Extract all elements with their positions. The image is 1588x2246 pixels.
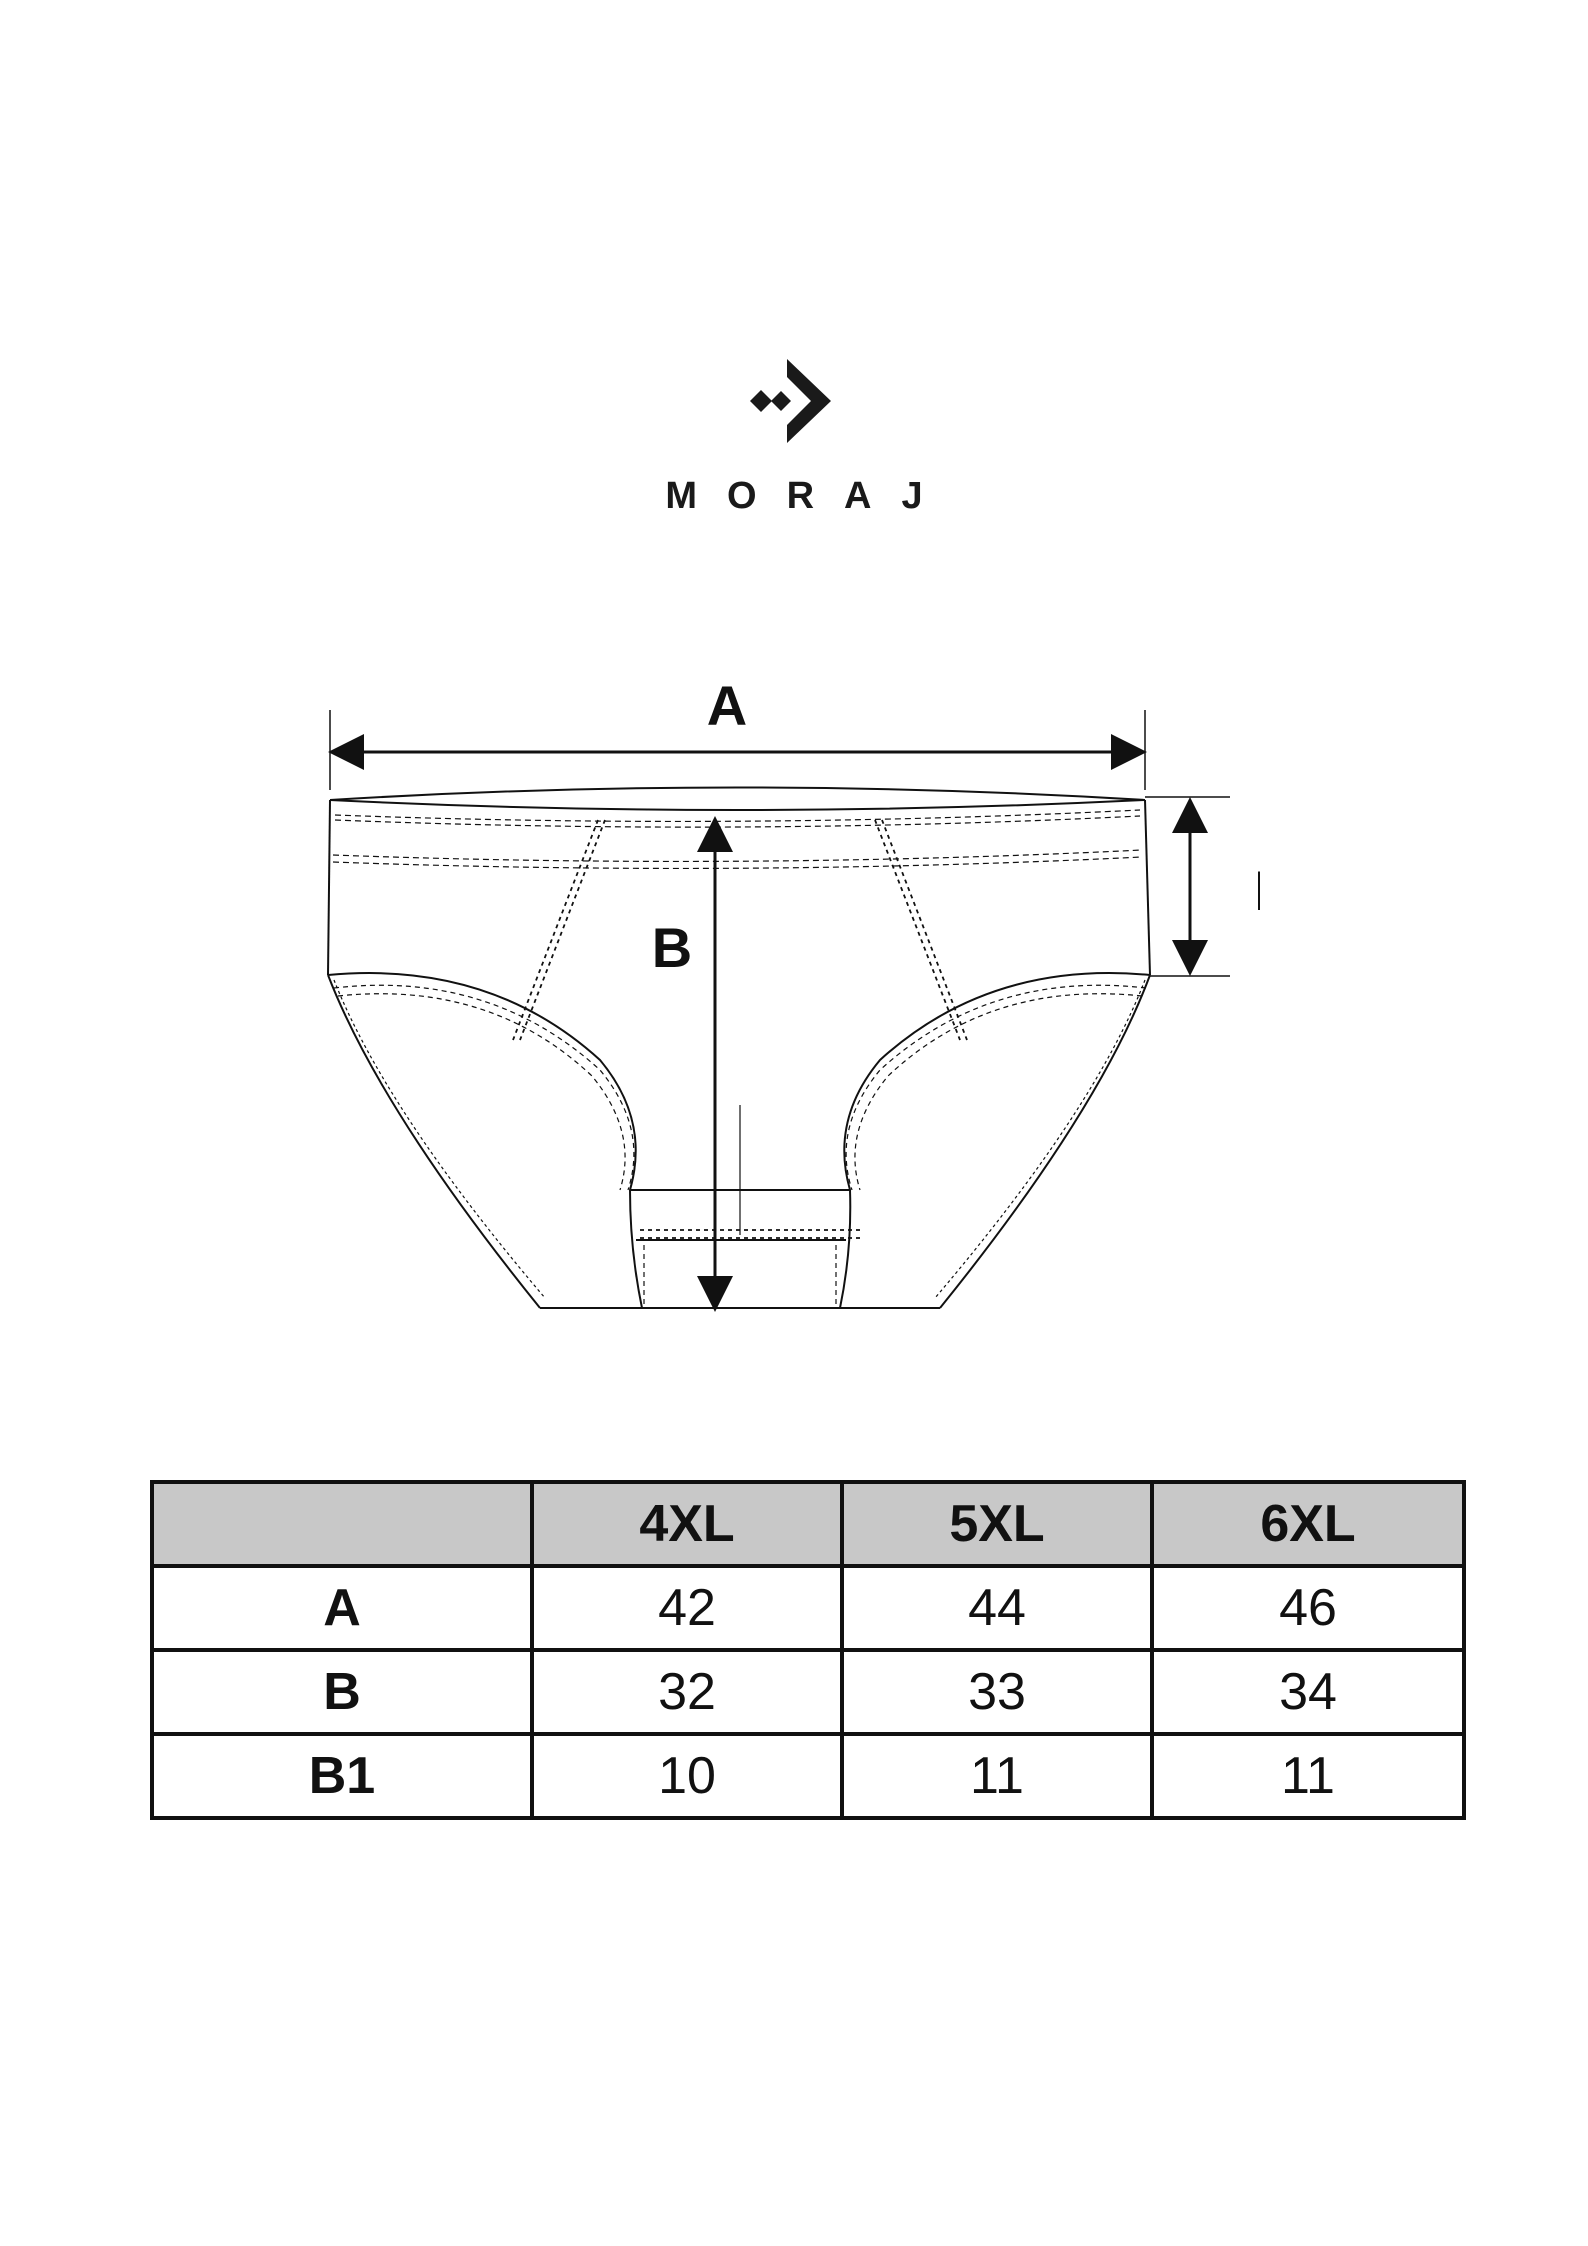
dimension-a: A	[328, 674, 1147, 790]
brand-mark-icon	[750, 359, 831, 443]
table-cell: 42	[530, 1564, 844, 1652]
table-header-row: 4XL 5XL 6XL	[150, 1480, 1466, 1568]
label-a: A	[707, 674, 747, 737]
table-cell: 10	[530, 1732, 844, 1820]
dimension-b: B	[652, 816, 733, 1312]
label-b: B	[652, 916, 692, 979]
label-b1: B1	[1254, 859, 1260, 922]
table-cell: 32	[530, 1648, 844, 1736]
row-label: B	[150, 1648, 534, 1736]
table-cell: 11	[840, 1732, 1154, 1820]
stitch-seams	[333, 979, 1147, 1308]
table-cell: 34	[1150, 1648, 1466, 1736]
header-cell-4xl: 4XL	[530, 1480, 844, 1568]
brand-wordmark: MORAJ	[665, 475, 953, 517]
header-cell-empty	[150, 1480, 534, 1568]
table-cell: 44	[840, 1564, 1154, 1652]
table-row: B 32 33 34	[150, 1648, 1466, 1736]
size-table: 4XL 5XL 6XL A 42 44 46 B 32 33 34 B1 10 …	[150, 1480, 1466, 1820]
brand-logo: MORAJ	[0, 355, 1588, 518]
row-label: A	[150, 1564, 534, 1652]
briefs-outline	[327, 799, 1151, 1309]
table-cell: 11	[1150, 1732, 1466, 1820]
row-label: B1	[150, 1732, 534, 1820]
waistband	[329, 786, 1146, 870]
table-row: B1 10 11 11	[150, 1732, 1466, 1820]
header-cell-5xl: 5XL	[840, 1480, 1154, 1568]
dimension-b1: B1	[1145, 796, 1260, 977]
briefs-measurement-diagram: A	[327, 674, 1260, 1312]
header-cell-6xl: 6XL	[1150, 1480, 1466, 1568]
table-cell: 46	[1150, 1564, 1466, 1652]
table-cell: 33	[840, 1648, 1154, 1736]
table-row: A 42 44 46	[150, 1564, 1466, 1652]
